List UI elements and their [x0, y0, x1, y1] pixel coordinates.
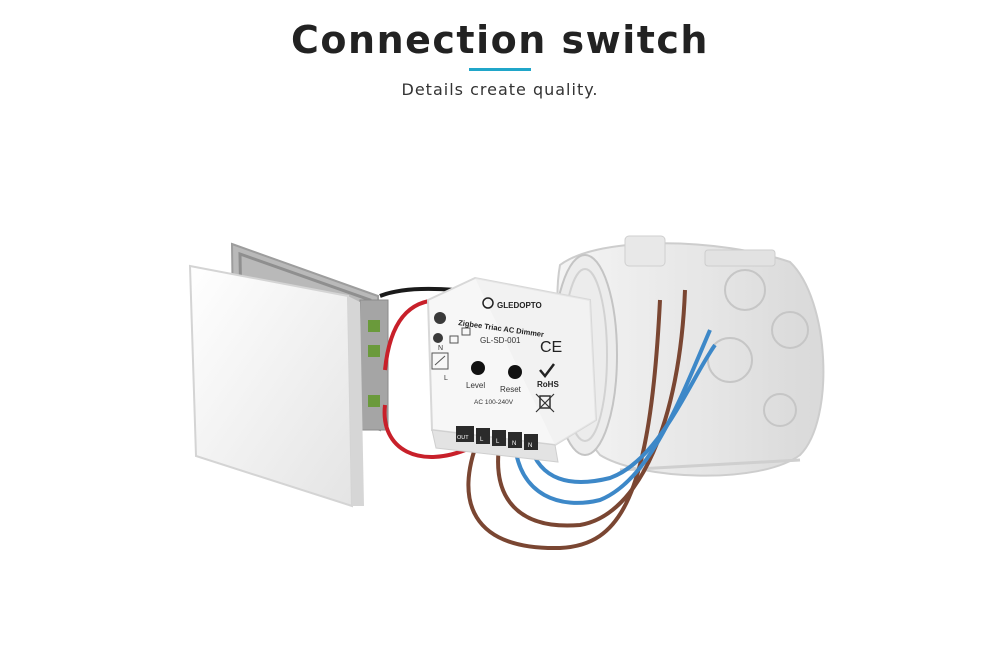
- model-number: GL-SD-001: [480, 336, 521, 345]
- terminal-n1-label: N: [512, 441, 516, 447]
- blue-wire-1: [513, 329, 712, 505]
- brand-label: GLEDOPTO: [497, 301, 542, 310]
- terminal-l2-label: L: [496, 439, 500, 445]
- ce-mark: CE: [540, 339, 562, 356]
- title-accent-line: [469, 68, 531, 71]
- terminal-l1-label: L: [480, 437, 484, 443]
- diagram-l-label: L: [444, 375, 448, 382]
- page-title: Connection switch: [291, 18, 709, 62]
- terminal-n2-label: N: [528, 443, 532, 449]
- black-wire: [379, 286, 456, 298]
- voltage-label: AC 100-240V: [474, 399, 514, 406]
- dimmer-module: GLEDOPTO Zigbee Triac AC Dimmer GL-SD-00…: [426, 276, 598, 463]
- brown-wire-1: [466, 299, 662, 551]
- wall-switch: [188, 242, 389, 508]
- rohs-mark: RoHS: [537, 380, 559, 389]
- level-button-label: Level: [466, 381, 485, 390]
- page-subtitle: Details create quality.: [401, 80, 599, 99]
- reset-button-label: Reset: [500, 385, 522, 394]
- diagram-n-label: N: [438, 345, 443, 352]
- blue-wire-2: [528, 343, 717, 484]
- junction-box: [552, 235, 825, 477]
- terminal-out-label: OUT: [457, 435, 469, 441]
- brown-wire-2: [496, 289, 687, 528]
